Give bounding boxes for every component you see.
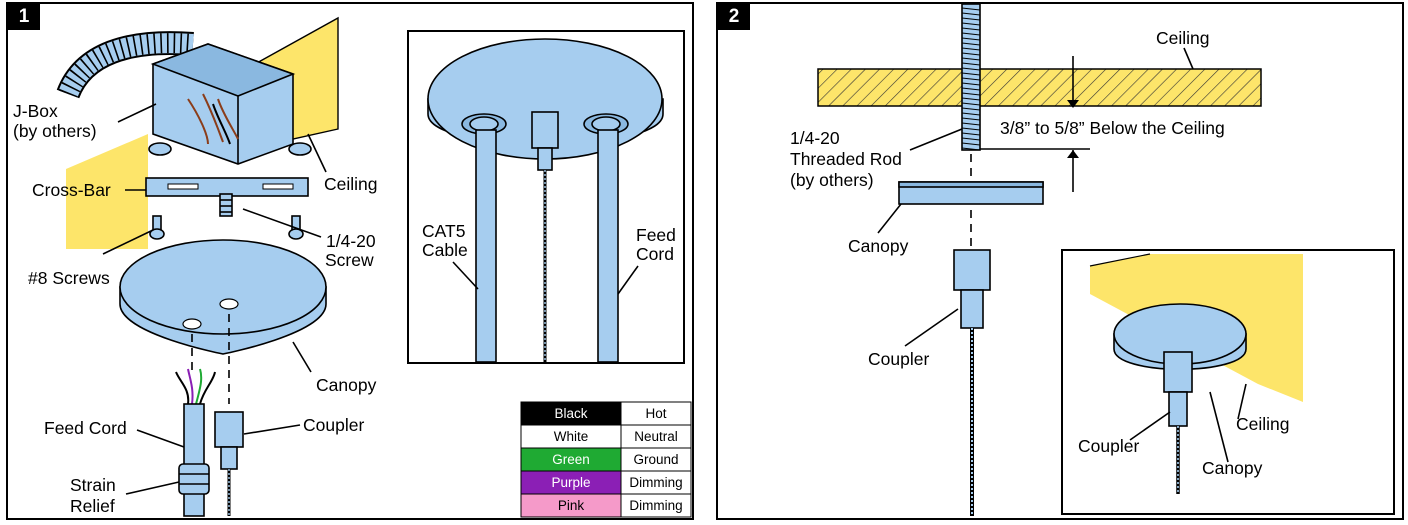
flex-conduit bbox=[56, 31, 194, 99]
rod-thread bbox=[961, 37, 981, 41]
jbox-label: J-Box bbox=[13, 101, 58, 121]
rod-thread bbox=[961, 97, 981, 101]
rod-thread bbox=[961, 52, 981, 56]
legend-wire-function: Hot bbox=[645, 406, 666, 421]
legend-color-name: Black bbox=[554, 406, 587, 421]
canopy-label: Canopy bbox=[316, 375, 377, 395]
canopy-part bbox=[119, 239, 327, 355]
canopy-label: Canopy bbox=[848, 236, 909, 256]
step-1-illustration: J-Box (by others) Ceiling Cross-Bar 1/4-… bbox=[13, 16, 692, 518]
rod-thread bbox=[961, 7, 981, 11]
cross-bar-label: Cross-Bar bbox=[32, 180, 111, 200]
relief-label: Relief bbox=[70, 496, 115, 516]
legend-row: Green Ground bbox=[520, 447, 692, 472]
mounting-screws bbox=[149, 215, 304, 240]
screws-8-label: #8 Screws bbox=[28, 268, 110, 288]
step-number-badge: 1 bbox=[8, 4, 40, 30]
legend-row: Black Hot bbox=[520, 401, 692, 426]
coupler-part bbox=[953, 249, 991, 516]
step-2-illustration: Ceiling 3/8” to 5/8” Below the Ceiling 1… bbox=[790, 4, 1395, 516]
junction-box bbox=[148, 43, 312, 165]
rod-label-line3: (by others) bbox=[790, 170, 874, 190]
canopy-underside-inset bbox=[407, 30, 685, 364]
rod-thread bbox=[961, 87, 981, 91]
rod-thread bbox=[961, 132, 981, 136]
rod-thread bbox=[961, 137, 981, 141]
rod-thread bbox=[961, 42, 981, 46]
inset-coupler-label: Coupler bbox=[1078, 436, 1139, 456]
legend-color-name: Green bbox=[552, 452, 590, 467]
rod-thread bbox=[961, 62, 981, 66]
rod-thread bbox=[961, 67, 981, 71]
rod-thread bbox=[961, 17, 981, 21]
jbox-sub-label: (by others) bbox=[13, 121, 97, 141]
rod-thread bbox=[961, 22, 981, 26]
legend-color-name: White bbox=[554, 429, 589, 444]
coupler-part bbox=[214, 411, 244, 516]
rod-thread bbox=[961, 117, 981, 121]
coupler-label: Coupler bbox=[303, 415, 364, 435]
inset-ceiling-label: Ceiling bbox=[1236, 414, 1290, 434]
step-1-panel: 1 bbox=[6, 2, 694, 520]
rod-thread bbox=[961, 32, 981, 36]
inset-canopy-label: Canopy bbox=[1202, 458, 1263, 478]
rod-label-line1: 1/4-20 bbox=[790, 128, 840, 148]
rod-thread bbox=[961, 147, 981, 151]
step-number-badge: 2 bbox=[718, 4, 750, 30]
legend-wire-function: Neutral bbox=[634, 429, 678, 444]
legend-wire-function: Dimming bbox=[629, 475, 682, 490]
ceiling-hatched bbox=[817, 68, 1262, 107]
installed-detail-inset bbox=[1061, 249, 1395, 515]
rod-thread bbox=[961, 72, 981, 76]
rod-thread bbox=[961, 112, 981, 116]
rod-thread bbox=[961, 122, 981, 126]
ceiling-slab-lower bbox=[66, 134, 148, 249]
rod-thread bbox=[961, 102, 981, 106]
legend-color-name: Pink bbox=[558, 498, 585, 513]
rod-thread bbox=[961, 47, 981, 51]
feed-cord-part bbox=[175, 368, 216, 517]
legend-row: Pink Dimming bbox=[520, 493, 692, 518]
threaded-rod bbox=[961, 4, 981, 151]
rod-thread bbox=[961, 27, 981, 31]
screw-size-label: 1/4-20 bbox=[326, 231, 376, 251]
rod-thread bbox=[961, 12, 981, 16]
coupler-label: Coupler bbox=[868, 349, 929, 369]
rod-thread bbox=[961, 127, 981, 131]
legend-wire-function: Dimming bbox=[629, 498, 682, 513]
rod-thread bbox=[961, 57, 981, 61]
rod-thread bbox=[961, 82, 981, 86]
step-2-panel: 2 bbox=[716, 2, 1404, 520]
feed-cord-inset-line1: Feed bbox=[636, 225, 676, 245]
rod-thread bbox=[961, 107, 981, 111]
feed-cord-inset-line2: Cord bbox=[636, 244, 674, 264]
legend-color-name: Purple bbox=[551, 475, 590, 490]
legend-row: Purple Dimming bbox=[520, 470, 692, 495]
cat5-label-line2: Cable bbox=[422, 240, 468, 260]
feed-cord-label: Feed Cord bbox=[44, 418, 127, 438]
rod-thread bbox=[961, 142, 981, 146]
legend-row: White Neutral bbox=[520, 424, 692, 449]
screw-word-label: Screw bbox=[325, 250, 374, 270]
distance-label: 3/8” to 5/8” Below the Ceiling bbox=[1000, 118, 1225, 138]
cat5-label-line1: CAT5 bbox=[422, 221, 465, 241]
rod-thread bbox=[961, 77, 981, 81]
rod-label-line2: Threaded Rod bbox=[790, 149, 902, 169]
legend-wire-function: Ground bbox=[633, 452, 678, 467]
cross-bar bbox=[145, 177, 309, 217]
ceiling-label: Ceiling bbox=[1156, 28, 1210, 48]
ceiling-label: Ceiling bbox=[324, 174, 378, 194]
rod-thread bbox=[961, 92, 981, 96]
strain-label: Strain bbox=[70, 475, 116, 495]
